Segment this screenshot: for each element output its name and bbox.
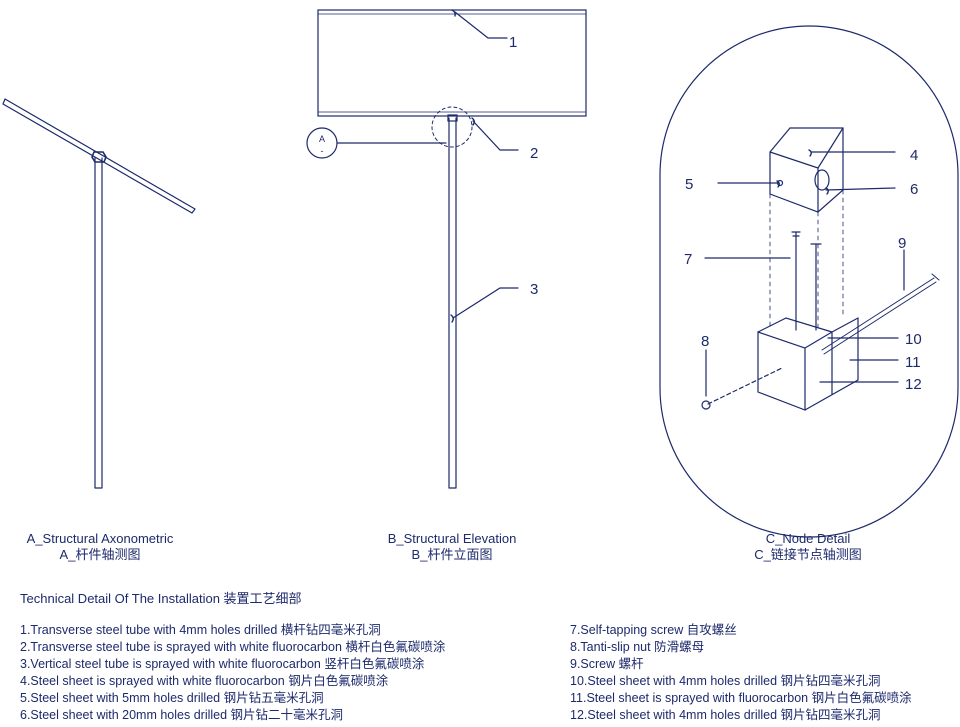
detail-capsule xyxy=(659,25,959,538)
axo-joint xyxy=(91,151,107,163)
callout-1: 1 xyxy=(509,34,517,51)
self-tapping-screw xyxy=(791,231,801,331)
callout-9: 9 xyxy=(898,235,906,252)
callout-12: 12 xyxy=(905,376,922,393)
note-10: 10.Steel sheet with 4mm holes drilled 钢片… xyxy=(570,674,881,688)
caption-c-cn: C_链接节点轴测图 xyxy=(754,547,862,562)
axonometric-view xyxy=(2,98,196,489)
detail-circle xyxy=(431,106,473,148)
callout-2: 2 xyxy=(530,145,538,162)
vertical-tube-elev xyxy=(448,117,457,489)
note-4: 4.Steel sheet is sprayed with white fluo… xyxy=(20,674,389,688)
note-9: 9.Screw 螺杆 xyxy=(570,657,644,671)
notes-left: 1.Transverse steel tube with 4mm holes d… xyxy=(20,622,445,724)
node-detail-view xyxy=(659,25,959,538)
connector-cube xyxy=(769,127,844,213)
section-marker-label: A xyxy=(319,134,325,144)
section-marker-sub: - xyxy=(321,146,324,156)
section-title: Technical Detail Of The Installation 装置工… xyxy=(20,591,302,606)
note-3: 3.Vertical steel tube is sprayed with wh… xyxy=(20,657,425,671)
caption-b-en: B_Structural Elevation xyxy=(387,531,517,546)
callout-10: 10 xyxy=(905,331,922,348)
note-7: 7.Self-tapping screw 自攻螺丝 xyxy=(570,623,737,637)
callout-5: 5 xyxy=(685,176,693,193)
callout-11: 11 xyxy=(905,354,921,371)
note-2: 2.Transverse steel tube is sprayed with … xyxy=(20,640,446,654)
vertical-tube-axo xyxy=(94,157,103,489)
transverse-tube-axo xyxy=(2,98,196,214)
note-11: 11.Steel sheet is sprayed with fluorocar… xyxy=(570,691,912,705)
elevation-view xyxy=(306,9,587,489)
panel-frame xyxy=(317,9,587,117)
note-1: 1.Transverse steel tube with 4mm holes d… xyxy=(20,623,381,637)
caption-a-en: A_Structural Axonometric xyxy=(26,531,174,546)
note-5: 5.Steel sheet with 5mm holes drilled 钢片钻… xyxy=(20,691,324,705)
anti-slip-nut xyxy=(701,400,711,410)
callout-3: 3 xyxy=(530,281,538,298)
caption-c-en: C_Node Detail xyxy=(765,531,851,546)
note-8: 8.Tanti-slip nut 防滑螺母 xyxy=(570,640,705,654)
note-6: 6.Steel sheet with 20mm holes drilled 钢片… xyxy=(20,708,344,722)
u-bracket xyxy=(757,317,859,411)
large-hole xyxy=(814,169,830,191)
callout-4: 4 xyxy=(910,147,918,164)
callout-6: 6 xyxy=(910,181,918,198)
caption-c: C_Node Detail C_链接节点轴测图 xyxy=(708,531,908,563)
caption-b: B_Structural Elevation B_杆件立面图 xyxy=(352,531,552,563)
caption-a: A_Structural Axonometric A_杆件轴测图 xyxy=(0,531,200,563)
callout-8: 8 xyxy=(701,333,709,350)
callout-7: 7 xyxy=(684,251,692,268)
note-12: 12.Steel sheet with 4mm holes drilled 钢片… xyxy=(570,708,881,722)
caption-b-cn: B_杆件立面图 xyxy=(411,547,493,562)
notes-right: 7.Self-tapping screw 自攻螺丝 8.Tanti-slip n… xyxy=(570,622,912,724)
caption-a-cn: A_杆件轴测图 xyxy=(59,547,141,562)
